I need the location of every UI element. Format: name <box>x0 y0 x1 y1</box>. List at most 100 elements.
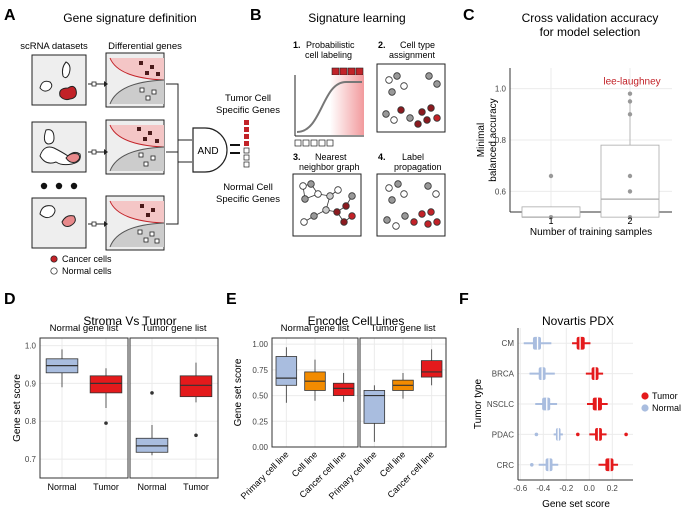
graph-node <box>322 206 330 214</box>
legend-swatch-normal <box>641 404 649 412</box>
y-tick-label: BRCA <box>492 370 515 379</box>
cell-point <box>433 218 441 226</box>
y-tick-label: 0.9 <box>25 379 37 388</box>
gene-marker <box>145 71 149 75</box>
probability-gradient <box>330 75 364 135</box>
y-axis-title: Gene set score <box>233 358 244 426</box>
normal-curve <box>109 79 165 105</box>
tumor-distribution <box>110 125 164 147</box>
gene-marker <box>151 208 155 212</box>
box-e-0-0-box <box>275 356 298 386</box>
cell-point <box>390 116 398 124</box>
normal-cell-blob <box>43 129 55 145</box>
cell-point <box>400 190 408 198</box>
dataset-box <box>31 121 87 173</box>
cell-point <box>397 106 405 114</box>
cell-point <box>410 218 418 226</box>
cell-point <box>433 80 441 88</box>
outlier-point <box>194 433 198 438</box>
panel-d-title: Stroma Vs Tumor <box>83 314 176 328</box>
outlier-point <box>530 463 534 467</box>
tumor-curve <box>109 57 165 81</box>
y-axis-title: Tumor type <box>473 378 484 429</box>
y-tick-label: CM <box>502 339 515 348</box>
tumor-curve <box>109 200 165 224</box>
tumor-gene-square <box>244 120 249 125</box>
box-d-0-1-box <box>89 375 123 394</box>
outlier-point <box>624 432 628 437</box>
normal-distribution <box>110 223 164 247</box>
x-tick-label: 0.2 <box>607 484 619 493</box>
cell-point <box>393 72 401 80</box>
cell-point <box>406 114 414 122</box>
facet-frame <box>39 337 129 479</box>
label-square-red <box>331 67 340 76</box>
annotation-label: lee-laughney <box>603 77 660 88</box>
box-c-1-box <box>600 144 660 218</box>
panel-c-subtitle: for model selection <box>540 25 641 39</box>
cell-point <box>432 190 440 198</box>
y-tick-label: 0.00 <box>252 443 268 452</box>
dataset-row-3 <box>31 195 165 251</box>
step-4-box <box>376 173 446 237</box>
outlier-point <box>576 432 580 437</box>
label-square-red <box>339 67 348 76</box>
tumor-curve <box>109 124 165 148</box>
x-tick-label: -0.4 <box>536 484 550 493</box>
cell-point <box>400 82 408 90</box>
panel-letter-f: F <box>459 291 469 308</box>
data-point <box>548 173 554 179</box>
x-axis-title: Number of training samples <box>530 227 652 238</box>
gene-marker <box>143 137 147 141</box>
cell-point <box>385 76 393 84</box>
facet-strip-label: Normal gene list <box>281 323 350 334</box>
normal-gene-square <box>243 147 250 154</box>
panel-f-title: Novartis PDX <box>542 314 614 328</box>
cancer-cell-blob <box>61 215 76 227</box>
y-tick-label: 0.25 <box>252 417 268 426</box>
cancer-cell-blob <box>59 85 77 101</box>
tumor-distribution <box>110 201 164 223</box>
ellipsis-dot <box>70 182 78 190</box>
panel-a-right-header: Differential genes <box>108 41 182 52</box>
legend-swatch-tumor <box>641 392 649 400</box>
label-square-red <box>355 67 364 76</box>
tumor-distribution <box>110 58 164 80</box>
panel-letter-b: B <box>250 7 262 24</box>
panel-a: Gene signature definition scRNA datasets… <box>20 11 280 276</box>
dataset-row-2 <box>31 119 165 175</box>
normal-genes-label-line1: Normal Cell <box>223 182 273 193</box>
cell-point <box>382 110 390 118</box>
gene-marker <box>140 204 144 208</box>
equals-bar <box>230 152 240 154</box>
gene-marker <box>143 161 149 167</box>
cell-point <box>423 116 431 124</box>
cell-point <box>418 108 426 116</box>
panel-e-title: Encode Cell Lines <box>308 314 405 328</box>
equals-bar <box>230 144 240 146</box>
y-tick-label: 0.6 <box>495 187 507 196</box>
step-2-label-line1: 2. Cell type <box>378 40 435 50</box>
x-tick-label: -0.6 <box>513 484 527 493</box>
sigmoid-curve <box>296 81 362 133</box>
box-d-1-1-box <box>179 375 213 398</box>
dataset-row-1 <box>31 52 165 108</box>
panel-letter-d: D <box>4 291 16 308</box>
gene-marker <box>137 229 143 235</box>
cell-point <box>418 210 426 218</box>
y-tick-label: 0.7 <box>25 455 37 464</box>
box-e-1-2-box <box>420 360 443 378</box>
cell-point <box>424 182 432 190</box>
graph-node <box>333 208 341 216</box>
label-square-empty <box>294 139 302 147</box>
y-tick-label: 1.00 <box>252 340 268 349</box>
cell-point <box>385 184 393 192</box>
x-tick-label: 1 <box>548 216 553 226</box>
and-gate <box>192 127 228 173</box>
x-tick-label: Tumor <box>93 482 119 492</box>
label-square-empty <box>318 139 326 147</box>
gene-marker <box>137 127 141 131</box>
